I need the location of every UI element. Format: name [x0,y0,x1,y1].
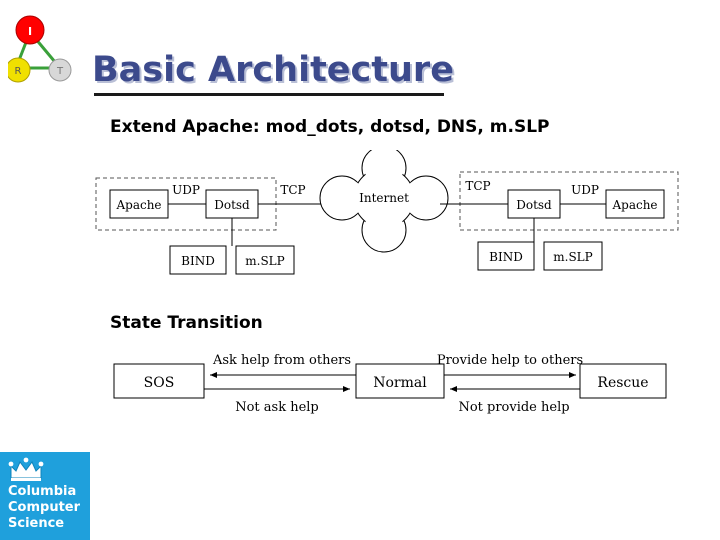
badge-text-lines: Columbia Computer Science [8,484,80,532]
state-transition-diagram: SOS Normal Rescue Ask help from others N… [110,348,670,420]
svg-text:TCP: TCP [465,179,490,193]
svg-text:I: I [28,25,32,38]
svg-text:Apache: Apache [611,198,657,212]
svg-text:Dotsd: Dotsd [214,198,250,212]
badge-line-1: Columbia [8,484,77,499]
heading-extend-apache: Extend Apache: mod_dots, dotsd, DNS, m.S… [110,117,550,137]
page-title: Basic Architecture [92,50,454,90]
svg-text:m.SLP: m.SLP [553,250,592,264]
svg-text:m.SLP: m.SLP [245,254,284,268]
title-underline [94,93,444,96]
svg-text:Not provide help: Not provide help [458,400,569,415]
svg-text:UDP: UDP [571,183,599,197]
svg-text:Apache: Apache [115,198,161,212]
svg-text:Provide help to others: Provide help to others [437,353,583,368]
svg-text:UDP: UDP [172,183,200,197]
svg-text:TCP: TCP [280,183,305,197]
svg-text:BIND: BIND [489,250,523,264]
svg-text:Internet: Internet [359,191,409,205]
logo-triangle-mark: I R T [5,8,80,90]
svg-text:Not ask help: Not ask help [235,400,319,415]
svg-text:T: T [56,66,64,77]
architecture-diagram: Apache UDP Dotsd BIND m.SLP TCP Internet… [88,150,688,295]
badge-line-3: Science [8,516,65,531]
svg-text:Rescue: Rescue [597,375,648,391]
svg-text:Normal: Normal [373,375,427,391]
svg-text:R: R [15,66,22,77]
svg-text:SOS: SOS [144,375,175,391]
svg-text:Ask help from others: Ask help from others [212,353,351,368]
crown-icon [8,456,44,482]
svg-text:BIND: BIND [181,254,215,268]
badge-line-2: Computer [8,500,81,515]
heading-state-transition: State Transition [110,313,263,333]
columbia-footer-badge: Columbia Computer Science [0,452,90,540]
svg-text:Dotsd: Dotsd [516,198,552,212]
